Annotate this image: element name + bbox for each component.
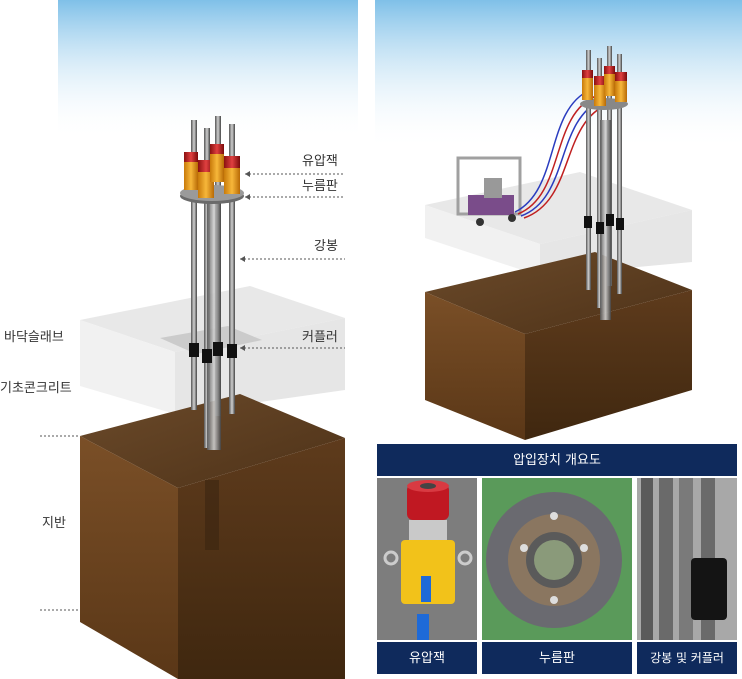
right-floor-slab xyxy=(425,172,692,276)
right-hydraulic-jacks xyxy=(582,66,627,106)
right-ground-block xyxy=(425,252,692,440)
label-foundation-concrete: 기초콘크리트 xyxy=(0,381,72,396)
overview-title-bar: 압입장치 개요도 xyxy=(377,444,737,476)
label-floor-slab: 바닥슬래브 xyxy=(4,330,64,345)
caption-steel-rod-coupler: 강봉 및 커플러 xyxy=(637,642,737,674)
right-hydraulic-pump-unit xyxy=(456,156,522,226)
left-ground-block xyxy=(80,394,345,679)
left-hydraulic-jacks xyxy=(184,144,240,198)
caption-press-plate: 누름판 xyxy=(482,642,632,674)
label-leaders xyxy=(40,173,345,611)
right-sky xyxy=(375,0,742,150)
label-coupler: 커플러 xyxy=(302,330,338,345)
left-couplers xyxy=(189,342,237,363)
label-hydraulic-jack: 유압잭 xyxy=(302,154,338,169)
left-steel-rods xyxy=(191,116,235,450)
photo-hydraulic-jack xyxy=(377,478,477,640)
photo-steel-rod-coupler xyxy=(637,478,737,640)
label-ground: 지반 xyxy=(42,516,66,531)
right-steel-rods xyxy=(586,46,622,320)
photo-press-plate xyxy=(482,478,632,640)
label-press-plate: 누름판 xyxy=(302,179,338,194)
caption-hydraulic-jack: 유압잭 xyxy=(377,642,477,674)
right-couplers xyxy=(584,214,624,234)
left-sky xyxy=(58,0,358,140)
label-steel-rod: 강봉 xyxy=(314,239,338,254)
